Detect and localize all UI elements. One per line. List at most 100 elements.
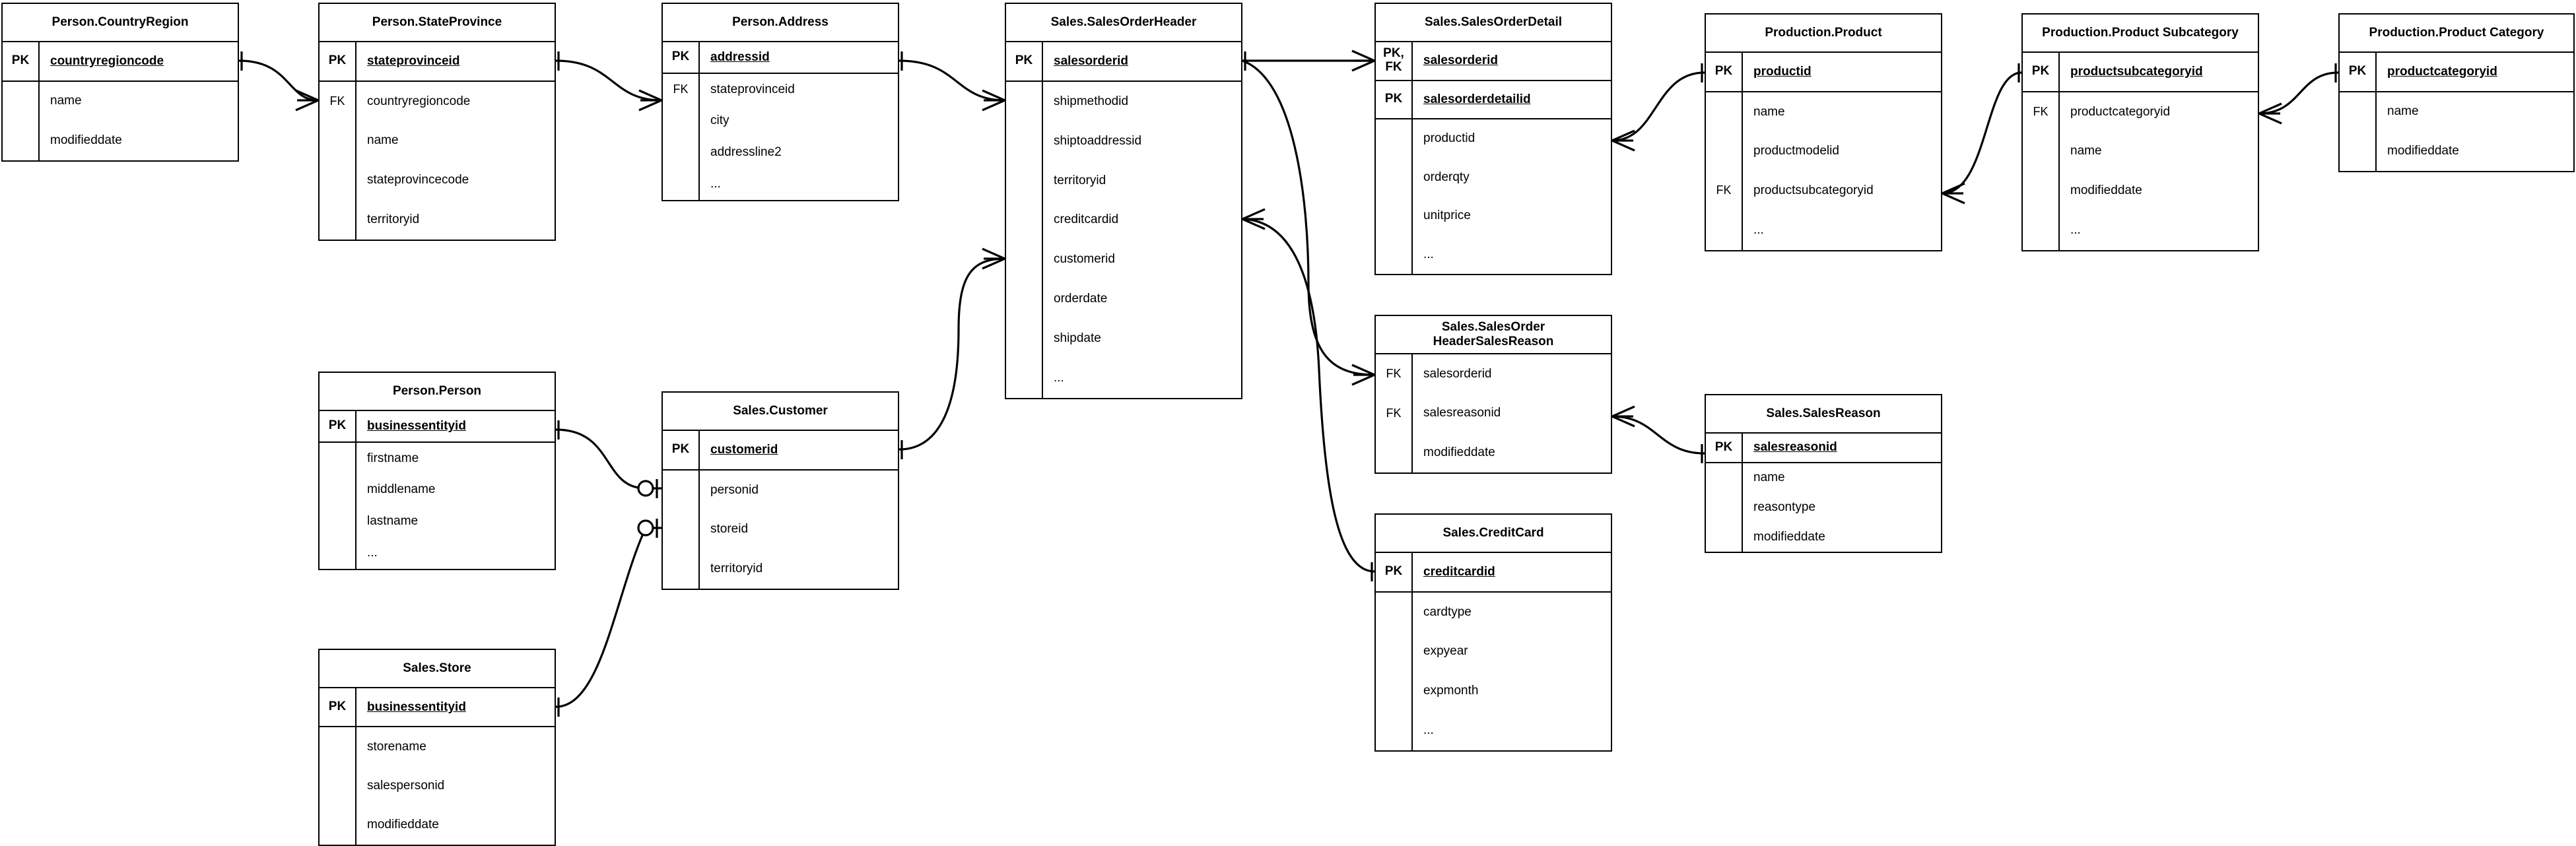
attribute-row[interactable]: territoryid [320,200,555,240]
attribute-row[interactable]: ... [1006,358,1241,398]
attribute-key-badge [320,727,356,767]
attribute-name: name [2070,144,2102,158]
attribute-key-badge [663,549,700,589]
attribute-key-badge: PK [2340,53,2377,91]
attribute-row[interactable]: reasontype [1706,492,1941,523]
attribute-row[interactable]: orderqty [1376,158,1611,197]
attribute-row[interactable]: middlename [320,474,555,506]
attribute-row[interactable]: expmonth [1376,671,1611,711]
attribute-key-badge: FK [663,73,700,106]
attribute-name: shipmethodid [1054,94,1129,108]
attribute-row[interactable]: cardtype [1376,592,1611,632]
attribute-row[interactable]: modifieddate [320,805,555,845]
attribute-row[interactable]: unitprice [1376,197,1611,236]
attribute-key-badge [1376,592,1413,632]
attribute-name: stateprovinceid [367,53,460,68]
attribute-row[interactable]: firstname [320,442,555,474]
attribute-row[interactable]: modifieddate [1376,433,1611,472]
attribute-row[interactable]: productid [1376,119,1611,158]
attribute-row[interactable]: name [320,121,555,161]
attribute-row[interactable]: name [2340,92,2573,132]
attribute-row[interactable]: orderdate [1006,279,1241,319]
attribute-row[interactable]: ... [320,537,555,569]
attribute-row[interactable]: ... [1376,711,1611,750]
attribute-row[interactable]: name [1706,463,1941,493]
attribute-name: ... [1423,723,1434,738]
attribute-row[interactable]: ... [2023,211,2258,250]
attribute-row[interactable]: stateprovincecode [320,160,555,201]
attribute-row[interactable]: name [2023,131,2258,172]
attribute-row[interactable]: ... [663,168,898,200]
attribute-row[interactable]: creditcardid [1006,200,1241,240]
attribute-name: salesreasonid [1423,406,1501,420]
attribute-row[interactable]: city [663,105,898,137]
attribute-row[interactable]: personid [663,470,898,510]
attribute-row[interactable]: modifieddate [2340,131,2573,171]
attribute-row[interactable]: storename [320,727,555,767]
attribute-key-badge: FK [2023,92,2060,132]
attribute-row[interactable]: productmodelid [1706,131,1941,172]
attribute-row[interactable]: ... [1376,235,1611,274]
attribute-row[interactable]: shipdate [1006,319,1241,358]
attribute-row[interactable]: shiptoaddressid [1006,121,1241,161]
rel-stateprovince-address [555,59,662,102]
attribute-row[interactable]: modifieddate [2023,171,2258,211]
attribute-key-badge [320,442,356,474]
attribute-name: expyear [1423,644,1468,659]
attribute-row[interactable]: expyear [1376,632,1611,672]
attribute-row[interactable]: territoryid [663,549,898,589]
attribute-row[interactable]: name [3,81,238,121]
attribute-row[interactable]: name [1706,92,1941,132]
attribute-row[interactable]: shipmethodid [1006,81,1241,121]
attribute-row[interactable]: addressline2 [663,137,898,169]
attribute-key-badge [1006,279,1043,319]
attribute-row[interactable]: lastname [320,505,555,538]
entity-title: Person.StateProvince [320,4,555,42]
attribute-row[interactable]: customerid [1006,240,1241,280]
attribute-row[interactable]: modifieddate [3,121,238,160]
attribute-row[interactable]: ... [1706,211,1941,250]
rel-salesorderdetail-product [1611,71,1705,142]
attribute-row[interactable]: salespersonid [320,766,555,806]
attribute-row[interactable]: territoryid [1006,160,1241,201]
attribute-key-badge: PK [663,42,700,73]
attribute-row[interactable]: storeid [663,509,898,550]
attribute-row[interactable]: modifieddate [1706,522,1941,552]
attribute-key-badge: PK [320,688,356,727]
